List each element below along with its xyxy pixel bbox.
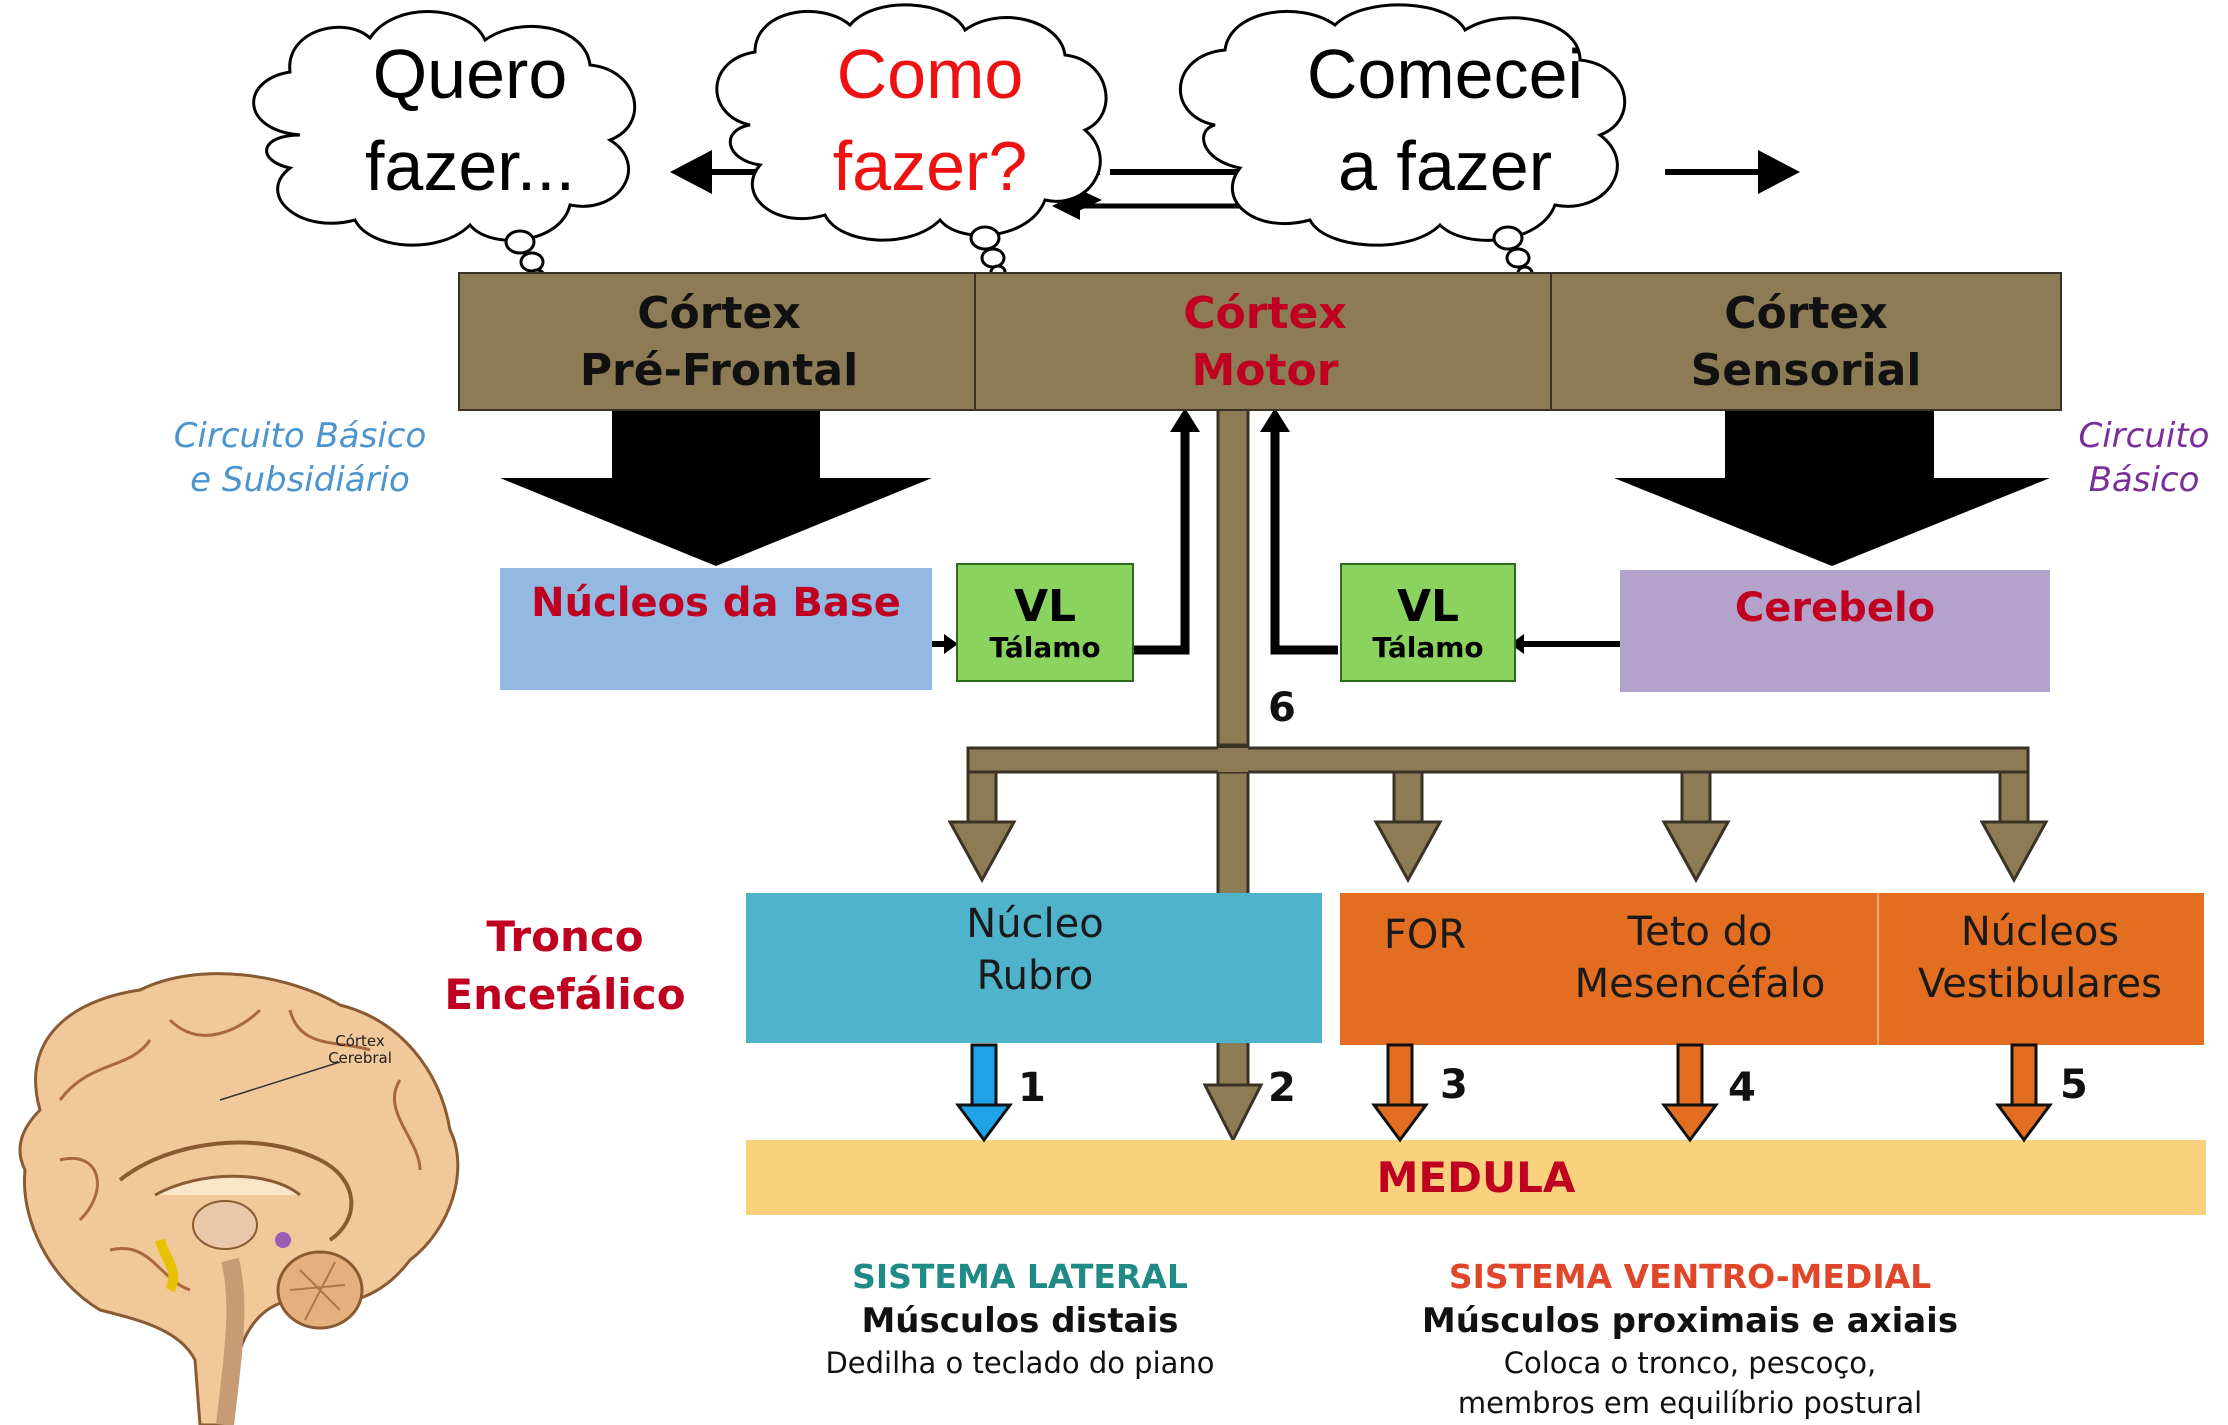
cortex-cerebral-label: Córtex Cerebral <box>328 1032 392 1067</box>
thalamus-right-label: Tálamo <box>1372 630 1484 664</box>
pathway-number-1: 1 <box>1018 1065 1046 1111</box>
pathway-number-5: 5 <box>2060 1062 2088 1108</box>
left-arrowhead <box>670 150 712 194</box>
cortex-motor: Córtex Motor <box>974 272 1556 411</box>
sistema-ventro-title: SISTEMA VENTRO-MEDIAL <box>1448 1257 1932 1296</box>
cortex-motor-line1: Córtex <box>1183 287 1347 339</box>
for-label: FOR <box>1383 912 1467 958</box>
pathway-number-2: 2 <box>1268 1065 1296 1111</box>
thought-cloud-2 <box>715 3 1108 280</box>
pathway-number-3: 3 <box>1440 1062 1468 1108</box>
vl-thalamus-left: VL Tálamo <box>956 563 1134 682</box>
nucleos-vestibulares-label: Núcleos Vestibulares <box>1918 908 2162 1007</box>
vl-right-label: VL <box>1396 580 1460 632</box>
tronco-encefalico-label: Tronco Encefálico <box>444 912 686 1019</box>
nucleos-base-box <box>500 568 932 690</box>
cortex-sensorial-line2: Sensorial <box>1690 344 1922 396</box>
sistema-lateral-desc: Dedilha o teclado do piano <box>825 1346 1215 1380</box>
thought-cloud-1 <box>252 10 637 284</box>
brainstem-arrows <box>947 770 2049 884</box>
vl-left-label: VL <box>1013 580 1077 632</box>
prefrontal-big-arrow <box>500 410 932 566</box>
cerebelo-box <box>1620 570 2050 692</box>
sistema-ventro-subtitle: Músculos proximais e axiais <box>1421 1301 1959 1341</box>
cortex-motor-line2: Motor <box>1191 344 1339 396</box>
cortex-prefrontal-line2: Pré-Frontal <box>579 344 859 396</box>
cloud-text-comecei: Comecei a fazer <box>1306 35 1584 205</box>
pathway-number-6: 6 <box>1268 685 1296 731</box>
sistema-ventro-medial: SISTEMA VENTRO-MEDIAL Músculos proximais… <box>1370 1255 2010 1423</box>
cortex-sensorial: Córtex Sensorial <box>1550 272 2062 411</box>
cloud-text-quero: Quero fazer... <box>364 35 576 205</box>
medula-bar <box>746 1140 2206 1215</box>
cortex-prefrontal: Córtex Pré-Frontal <box>458 272 980 411</box>
vl-thalamus-right: VL Tálamo <box>1340 563 1516 682</box>
teto-mesencefalo-label: Teto do Mesencéfalo <box>1574 908 1826 1007</box>
thalamus-left-label: Tálamo <box>989 630 1101 664</box>
thalamus-connectors <box>932 408 1620 655</box>
right-arrowhead <box>1758 150 1800 194</box>
spinal-arrows <box>955 1043 2053 1143</box>
cerebelo-label: Cerebelo <box>1734 584 1936 631</box>
cloud-text-como: Como fazer? <box>832 35 1028 205</box>
nucleo-rubro-box <box>746 893 1322 1043</box>
nucleo-rubro-label: Núcleo Rubro <box>966 901 1104 999</box>
brain-illustration <box>18 972 460 1425</box>
medula-label: MEDULA <box>1376 1153 1576 1202</box>
motor-tract <box>947 403 2049 1144</box>
circuito-basico-subsidiario-label: Circuito Básico e Subsidiário <box>173 416 427 500</box>
pathway-number-4: 4 <box>1728 1065 1756 1111</box>
nucleos-base-label: Núcleos da Base <box>531 580 901 626</box>
sistema-lateral-title: SISTEMA LATERAL <box>852 1257 1188 1296</box>
sistema-ventro-desc: Coloca o tronco, pescoço, membros em equ… <box>1457 1346 1923 1420</box>
cortex-sensorial-line1: Córtex <box>1724 287 1888 339</box>
sistema-lateral-subtitle: Músculos distais <box>861 1301 1179 1341</box>
orange-box <box>1340 893 2204 1045</box>
thought-cloud-3 <box>1178 3 1627 281</box>
circuito-basico-label: Circuito Básico <box>2078 416 2210 500</box>
cortex-prefrontal-line1: Córtex <box>637 287 801 339</box>
sistema-lateral: SISTEMA LATERAL Músculos distais Dedilha… <box>760 1255 1280 1383</box>
sensorial-big-arrow <box>1614 410 2050 566</box>
